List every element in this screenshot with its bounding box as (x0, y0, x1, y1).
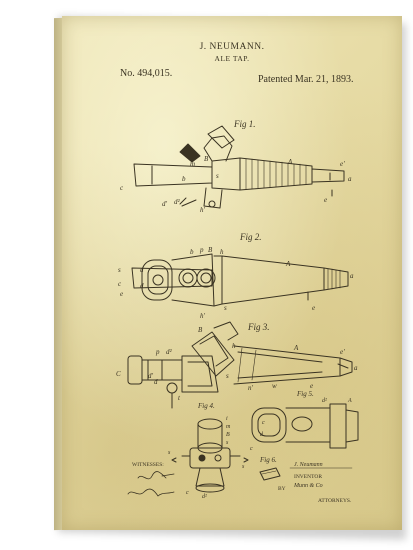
svg-text:h': h' (200, 206, 206, 214)
witness-signatures (127, 471, 175, 497)
fig3-drawing (127, 321, 353, 409)
fig4-label: Fig 4. (198, 402, 215, 410)
inventor-signature: J. Neumann (294, 462, 323, 468)
witnesses-label: WITNESSES: (132, 462, 164, 468)
svg-text:d: d (140, 282, 144, 290)
svg-text:s: s (226, 372, 229, 380)
fig2-label: Fig 2. (240, 232, 262, 242)
svg-text:e: e (312, 304, 315, 312)
fig3-label: Fig 3. (248, 322, 270, 332)
svg-text:s: s (224, 304, 227, 312)
patent-date: Patented Mar. 21, 1893. (258, 74, 354, 85)
fig1-label: Fig 1. (234, 119, 256, 129)
svg-text:B: B (208, 246, 213, 254)
svg-text:d²: d² (166, 348, 173, 356)
attorneys-label: ATTORNEYS. (318, 498, 352, 504)
fig1-drawing (133, 125, 345, 209)
fig6-label: Fig 6. (260, 456, 277, 464)
fig2-drawing (131, 253, 349, 307)
patent-canvas: J. NEUMANN. ALE TAP. No. 494,015. Patent… (62, 16, 402, 530)
svg-text:b: b (190, 248, 194, 256)
svg-text:e: e (120, 290, 123, 298)
svg-text:d²: d² (322, 398, 327, 404)
svg-text:A: A (287, 158, 293, 166)
svg-text:m: m (190, 160, 195, 168)
svg-text:B: B (198, 326, 203, 334)
svg-text:s: s (118, 266, 121, 274)
svg-text:A: A (293, 344, 299, 352)
svg-text:h: h (220, 248, 224, 256)
svg-text:d²: d² (174, 198, 181, 206)
fig5-label: Fig 5. (297, 390, 314, 398)
svg-text:w: w (272, 382, 277, 390)
svg-text:m: m (226, 424, 231, 430)
svg-text:s: s (216, 172, 219, 180)
svg-text:c: c (250, 446, 253, 452)
svg-text:c: c (186, 490, 189, 496)
svg-text:d': d' (162, 200, 168, 208)
svg-text:d: d (260, 432, 264, 438)
inventor-name: J. NEUMANN. (199, 42, 265, 52)
svg-text:n': n' (248, 384, 254, 392)
svg-text:b: b (182, 175, 186, 183)
fig6-drawing (259, 467, 281, 481)
svg-text:d²: d² (202, 494, 207, 500)
svg-text:h': h' (200, 312, 206, 320)
svg-text:c: c (262, 420, 265, 426)
svg-text:h: h (232, 342, 236, 350)
svg-text:s: s (168, 450, 171, 456)
fig4-drawing (171, 418, 249, 493)
svg-text:e': e' (340, 348, 345, 356)
by-label: BY (278, 486, 286, 492)
svg-text:d': d' (148, 372, 154, 380)
svg-text:B: B (204, 155, 209, 163)
svg-text:p: p (199, 246, 204, 254)
inventor-label: INVENTOR (294, 474, 323, 480)
fig5-drawing (251, 403, 359, 449)
svg-text:B: B (226, 432, 230, 438)
svg-text:e: e (324, 196, 327, 204)
svg-text:e': e' (340, 160, 345, 168)
svg-text:i: i (226, 416, 228, 422)
svg-text:c: c (120, 184, 124, 192)
svg-text:t: t (178, 394, 181, 402)
svg-text:a: a (348, 175, 352, 183)
svg-text:C: C (116, 370, 121, 378)
svg-text:e: e (310, 382, 313, 390)
svg-text:d: d (154, 378, 158, 386)
svg-text:A: A (347, 398, 352, 404)
patent-number: No. 494,015. (120, 68, 173, 79)
svg-text:s: s (226, 440, 229, 446)
svg-text:s: s (242, 464, 245, 470)
svg-text:p: p (155, 348, 160, 356)
svg-text:a: a (354, 364, 358, 372)
svg-text:c: c (118, 280, 122, 288)
svg-text:a: a (350, 272, 354, 280)
invention-title: ALE TAP. (214, 54, 250, 63)
svg-text:A: A (285, 260, 291, 268)
svg-text:d: d (140, 266, 144, 274)
attorneys-signature: Munn & Co (294, 483, 323, 489)
